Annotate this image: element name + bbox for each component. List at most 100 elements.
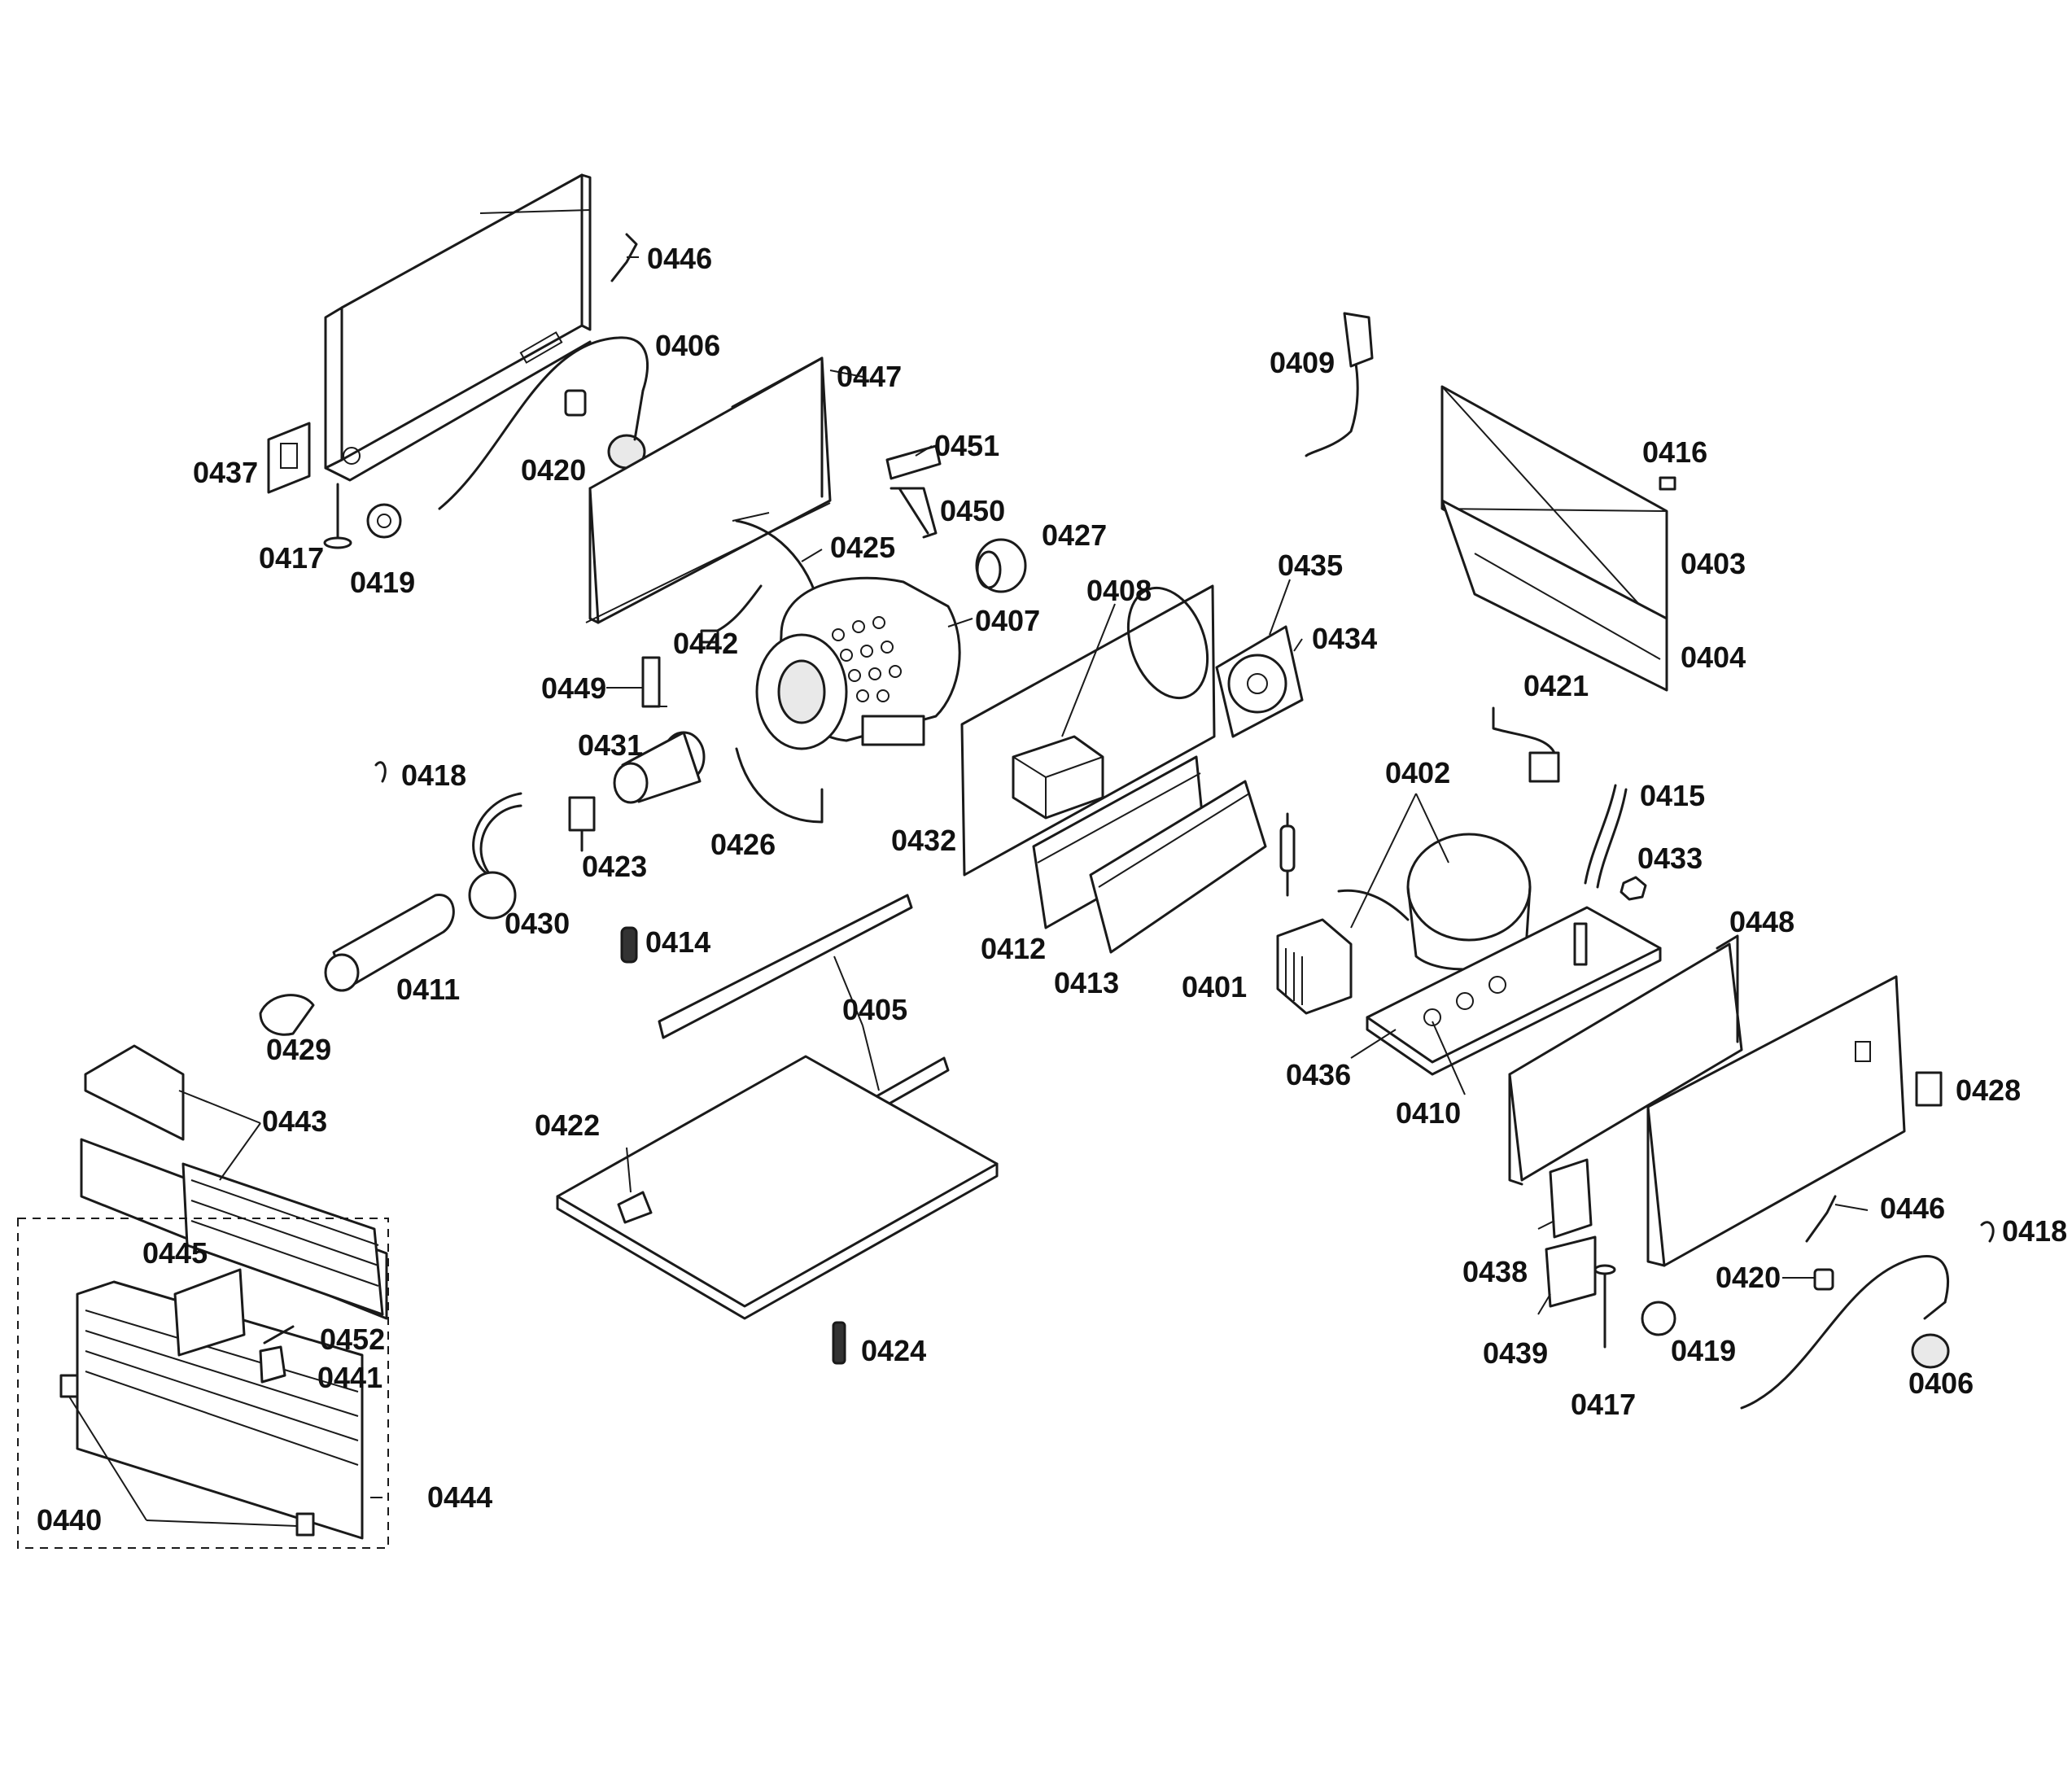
- panel-0404: [1440, 499, 1668, 692]
- leveling-leg-0417-right: [1593, 1264, 1616, 1349]
- label-0432: 0432: [891, 824, 956, 857]
- bracket-0426: [735, 747, 824, 824]
- connector-0420-left: [564, 389, 587, 417]
- label-0424: 0424: [861, 1334, 926, 1367]
- label-0429: 0429: [266, 1033, 331, 1066]
- cover-0413: [1089, 780, 1267, 954]
- holder-0451: [885, 444, 942, 480]
- label-0407: 0407: [975, 604, 1040, 637]
- label-0422: 0422: [535, 1108, 600, 1142]
- label-0401: 0401: [1182, 970, 1247, 1003]
- label-0447: 0447: [837, 360, 902, 393]
- box-vents: [1285, 948, 1303, 1005]
- label-0418-left: 0418: [401, 759, 466, 792]
- panel-0403: [1440, 385, 1668, 636]
- label-0437: 0437: [193, 456, 258, 489]
- part-0441: [259, 1345, 286, 1384]
- clip-0418-left: [374, 761, 387, 783]
- drain-tray: [556, 1055, 999, 1320]
- nut-0433: [1620, 876, 1647, 901]
- label-0415: 0415: [1640, 779, 1705, 812]
- label-0426: 0426: [710, 828, 776, 861]
- label-0438: 0438: [1462, 1255, 1528, 1288]
- blower-0407: [755, 576, 961, 750]
- pad-0440-right: [295, 1512, 315, 1537]
- bracket-0450: [890, 487, 938, 539]
- label-0448: 0448: [1729, 905, 1794, 938]
- base-plate-0410: [1366, 906, 1662, 1076]
- label-0406-left: 0406: [655, 329, 720, 362]
- clip-0446-left: [610, 233, 638, 282]
- clip-0424: [832, 1321, 846, 1365]
- label-0413: 0413: [1054, 966, 1119, 999]
- clip-0446-right: [1805, 1195, 1837, 1243]
- capacitor-0431: [613, 731, 706, 804]
- part-number-labels: 0446 0406 0447 0409 0451 0416 0437 0420 …: [37, 242, 2067, 1537]
- label-0408: 0408: [1086, 574, 1152, 607]
- label-0404: 0404: [1681, 641, 1746, 674]
- clip-0449: [641, 656, 667, 708]
- front-grille-dashed-frame: [17, 1218, 389, 1549]
- label-0451: 0451: [934, 429, 999, 462]
- label-0443: 0443: [262, 1104, 327, 1138]
- label-0439: 0439: [1483, 1336, 1548, 1370]
- wire-0442: [700, 584, 763, 644]
- label-0420-right: 0420: [1716, 1261, 1781, 1294]
- box-0436: [1276, 918, 1353, 1015]
- label-0427: 0427: [1042, 518, 1107, 552]
- label-0452: 0452: [320, 1323, 385, 1356]
- label-0442: 0442: [673, 627, 738, 660]
- label-0419-left: 0419: [350, 566, 415, 599]
- label-0402: 0402: [1385, 756, 1450, 789]
- label-0411: 0411: [396, 973, 460, 1006]
- fan-0434: [1215, 625, 1304, 738]
- cable-0406-right: [1740, 1255, 1950, 1410]
- connector-0420-right: [1813, 1268, 1834, 1291]
- label-0417-left: 0417: [259, 541, 324, 575]
- label-0449: 0449: [541, 671, 606, 705]
- label-0409: 0409: [1270, 346, 1335, 379]
- label-0446-right: 0446: [1880, 1192, 1945, 1225]
- panel-0448: [1508, 934, 1743, 1186]
- label-0431: 0431: [578, 728, 643, 762]
- side-panel-right: [1646, 975, 1906, 1267]
- pad-0440-left: [59, 1374, 79, 1398]
- label-0436: 0436: [1286, 1058, 1351, 1091]
- bracket-0437: [267, 422, 311, 494]
- label-0405: 0405: [842, 993, 907, 1026]
- label-0406-right: 0406: [1908, 1366, 1974, 1400]
- caster-bracket-0419-right: [1641, 1301, 1676, 1336]
- valve-0423: [568, 796, 596, 852]
- caster-bracket-0419-left: [366, 503, 402, 539]
- bracket-0438: [1549, 1158, 1593, 1239]
- label-0421: 0421: [1523, 669, 1589, 702]
- relay-0421: [1492, 706, 1560, 783]
- motor-0427: [975, 538, 1027, 593]
- label-0445: 0445: [142, 1236, 208, 1270]
- hinge-0428: [1915, 1071, 1943, 1107]
- label-0428: 0428: [1956, 1073, 2021, 1107]
- clip-0422: [617, 1191, 653, 1224]
- label-0418-right: 0418: [2002, 1214, 2067, 1248]
- label-0420-left: 0420: [521, 453, 586, 487]
- label-0450: 0450: [940, 494, 1005, 527]
- spring-0414: [620, 926, 638, 964]
- label-0416: 0416: [1642, 435, 1707, 469]
- label-0433: 0433: [1637, 842, 1703, 875]
- duct-panel-0447: [585, 356, 832, 624]
- label-0435: 0435: [1278, 549, 1343, 582]
- harness-0430: [468, 792, 522, 920]
- grille-0444: [76, 1280, 364, 1540]
- label-0446-left: 0446: [647, 242, 712, 275]
- plug-0429: [259, 994, 315, 1036]
- heater-0411: [324, 894, 455, 992]
- leveling-leg-0417-left: [323, 483, 352, 549]
- label-0414: 0414: [645, 925, 710, 959]
- blower-holes: [832, 616, 902, 702]
- filter-0445: [173, 1268, 246, 1357]
- label-0440: 0440: [37, 1503, 102, 1537]
- grille-0443: [80, 1044, 388, 1320]
- label-0412: 0412: [981, 932, 1046, 965]
- label-0434: 0434: [1312, 622, 1377, 655]
- bracket-0439: [1545, 1235, 1597, 1308]
